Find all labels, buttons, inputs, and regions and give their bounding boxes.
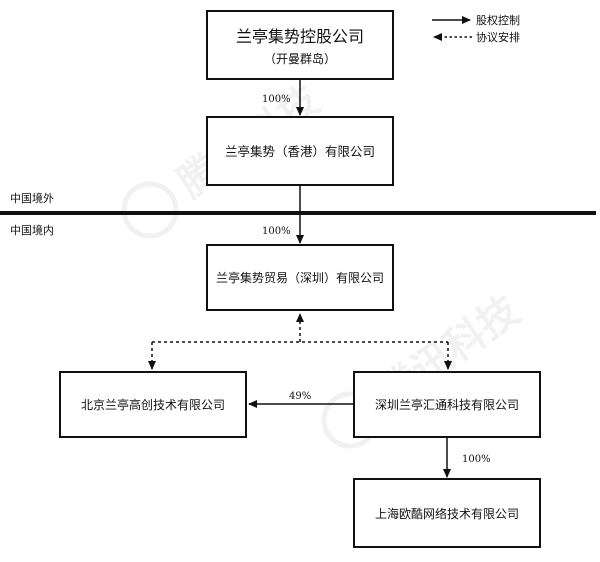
shanghai-co-name: 上海欧酷网络技术有限公司 <box>375 506 519 521</box>
legend-agreement-label: 协议安排 <box>476 30 520 44</box>
beijing-co-name: 北京兰亭高创技术有限公司 <box>81 397 225 412</box>
pct-hk-wfoe: 100% <box>262 226 291 237</box>
legend: 股权控制 协议安排 <box>432 13 520 44</box>
holdco-jurisdiction: （开曼群岛） <box>264 51 336 66</box>
holdco-box: 兰亭集势控股公司 （开曼群岛） <box>206 10 394 80</box>
pct-holdco-hk: 100% <box>262 94 291 105</box>
pct-shenzhen-beijing: 49% <box>289 391 311 402</box>
region-overseas: 中国境外 <box>10 191 54 205</box>
shenzhen-co-box: 深圳兰亭汇通科技有限公司 <box>353 371 541 438</box>
hk-sub-name: 兰亭集势（香港）有限公司 <box>225 144 375 159</box>
shanghai-co-box: 上海欧酷网络技术有限公司 <box>353 478 541 548</box>
agreement-arrangement <box>148 313 452 370</box>
wfoe-box: 兰亭集势贸易（深圳）有限公司 <box>206 244 394 311</box>
region-domestic: 中国境内 <box>10 223 54 237</box>
pct-shenzhen-shanghai: 100% <box>462 454 491 465</box>
beijing-co-box: 北京兰亭高创技术有限公司 <box>59 371 247 438</box>
wfoe-name: 兰亭集势贸易（深圳）有限公司 <box>216 270 384 285</box>
hk-sub-box: 兰亭集势（香港）有限公司 <box>206 116 394 186</box>
shenzhen-co-name: 深圳兰亭汇通科技有限公司 <box>375 397 519 412</box>
holdco-name: 兰亭集势控股公司 <box>236 27 364 46</box>
legend-equity-label: 股权控制 <box>476 13 520 27</box>
